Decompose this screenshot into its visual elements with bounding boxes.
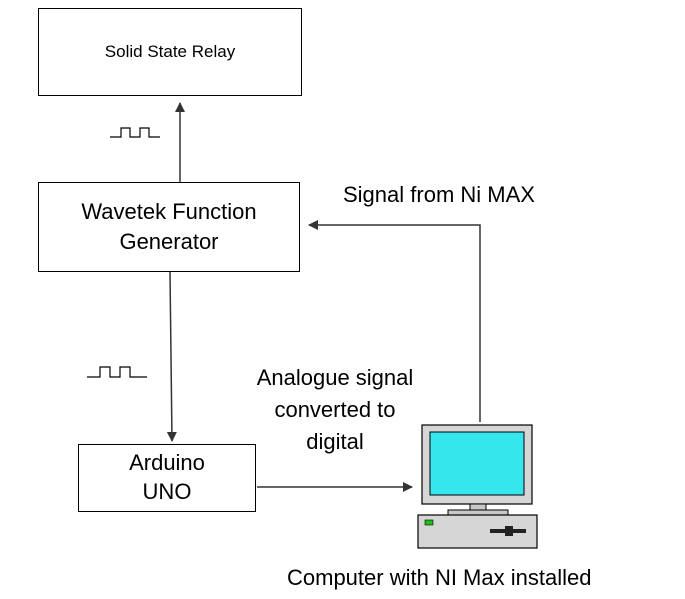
analogue-converted-label: Analogue signal converted to digital [256, 365, 414, 454]
arduino-uno-block: Arduino UNO [78, 444, 256, 512]
arduino-uno-label: Arduino UNO [129, 450, 205, 504]
function-generator-label: Wavetek Function Generator [81, 199, 257, 254]
arrow-generator-to-arduino [166, 271, 177, 442]
arrow-computer-to-generator [308, 220, 481, 422]
pulse-waveform-icon [87, 366, 147, 378]
computer-icon [417, 424, 538, 549]
function-generator-block: Wavetek Function Generator [38, 182, 300, 272]
computer-caption: Computer with NI Max installed [287, 565, 592, 590]
pulse-waveform-icon [110, 127, 160, 138]
solid-state-relay-label: Solid State Relay [104, 42, 236, 61]
signal-from-ni-max-label: Signal from Ni MAX [343, 182, 535, 207]
solid-state-relay-block: Solid State Relay [38, 8, 302, 96]
